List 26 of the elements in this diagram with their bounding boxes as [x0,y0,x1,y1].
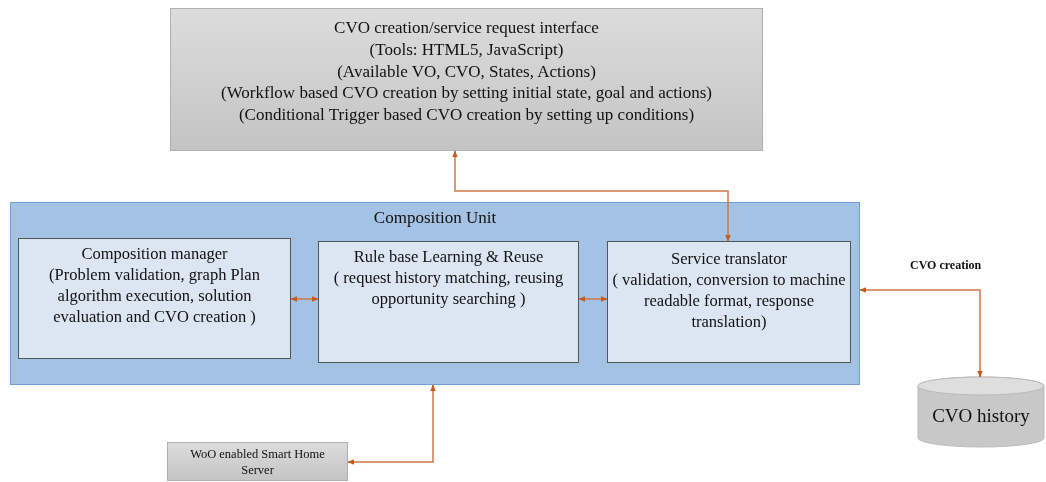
node-description: ( validation, conversion to machine readable format, response translation) [612,269,846,333]
node-title: WoO enabled Smart Home Server [189,446,326,478]
node-title: Service translator [670,248,788,270]
node-title: Composition Unit [372,207,498,229]
connector-arrow [578,296,608,302]
node-description: (Workflow based CVO creation by setting initial state, goal and actions) [219,82,713,104]
connector-arrow [452,150,731,242]
node-description: (Available VO, CVO, States, Actions) [336,60,597,83]
node-title: Rule base Learning & Reuse [352,246,545,268]
database-cylinder [917,376,1045,448]
node-title: Composition manager [80,243,229,265]
node-description: (Tools: HTML5, JavaScript) [368,38,565,61]
interface-box [170,8,763,151]
node-title: CVO creation/service request interface [333,17,600,39]
server-box [167,442,348,481]
process-box [18,238,291,359]
connector-arrow [347,384,436,465]
unit-container [10,202,860,385]
connector-arrow [290,296,319,302]
node-description: (Conditional Trigger based CVO creation by setting up conditions) [237,104,696,126]
process-box [607,241,851,363]
node-description: (Problem validation, graph Plan algorithm execution, solution evaluation and CVO creation ) [48,264,261,328]
node-description: ( request history matching, reusing opportunity searching ) [332,267,565,310]
connector-arrow [859,287,983,378]
process-box [318,241,579,363]
node-title: CVO history [931,404,1031,428]
